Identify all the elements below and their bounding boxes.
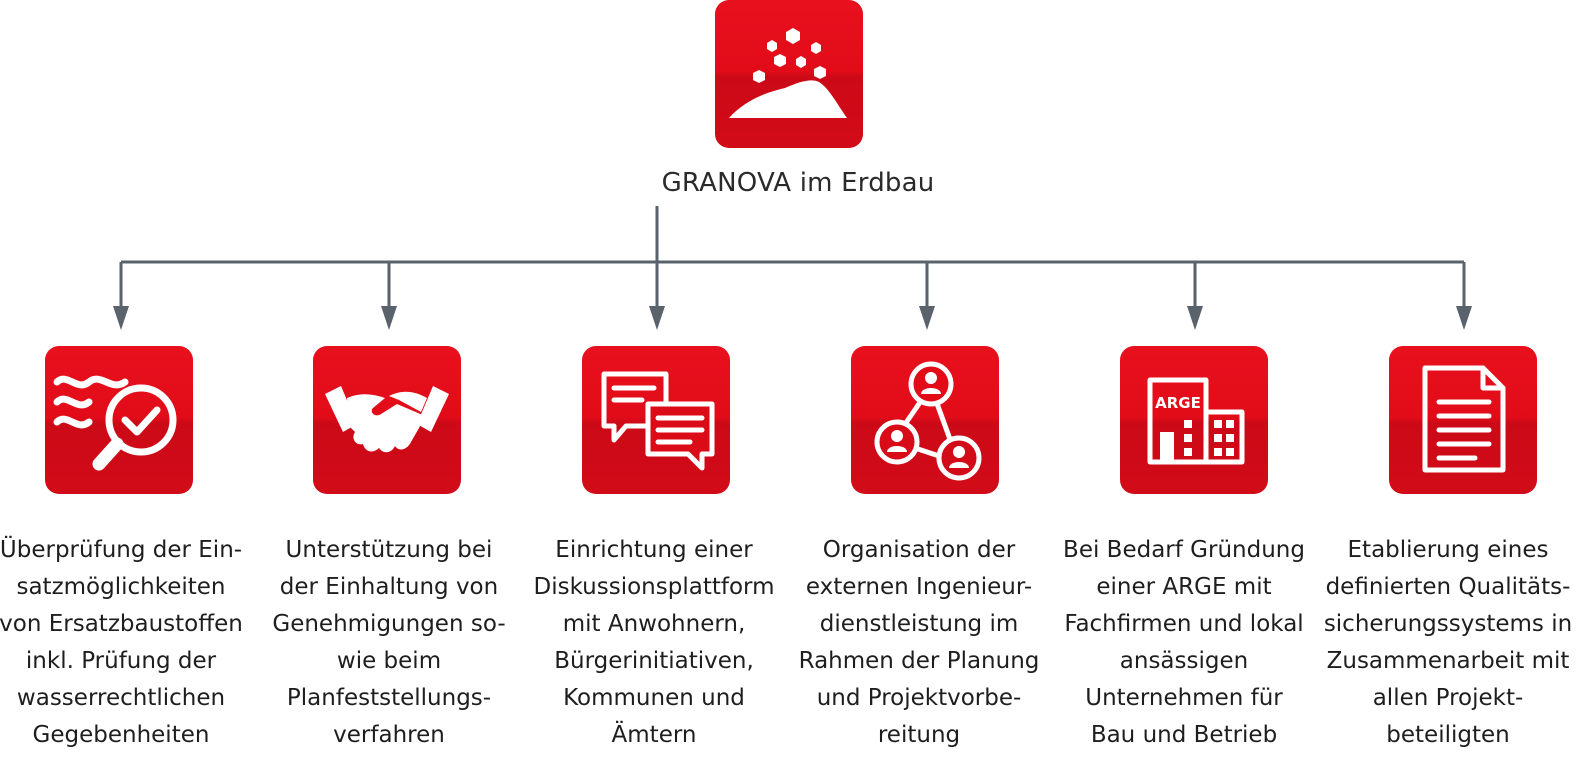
item-description-3: Einrichtung einer Diskussionsplattform m…	[533, 537, 775, 748]
arrowhead	[381, 306, 397, 330]
root-tile	[715, 0, 863, 148]
item-description-2: Unterstützung bei der Einhaltung von Gen…	[272, 537, 506, 748]
item-tile-6	[1389, 346, 1537, 494]
arrowhead	[113, 306, 129, 330]
item-description-1: Überprüfung der Ein- satzmöglichkeiten v…	[0, 537, 243, 748]
arrowhead	[649, 306, 665, 330]
item-tile-4	[851, 346, 999, 494]
network-people-icon	[874, 361, 982, 481]
granular-heap-icon	[729, 28, 847, 118]
arrowhead	[1187, 306, 1203, 330]
water-magnifier-check-icon	[53, 375, 177, 471]
item-description-5: Bei Bedarf Gründung einer ARGE mit Fachf…	[1063, 537, 1305, 748]
arge-building-icon: ARGE	[1147, 377, 1245, 465]
document-icon	[1422, 365, 1506, 473]
item-tile-2	[313, 346, 461, 494]
item-tile-3	[582, 346, 730, 494]
item-tile-1	[45, 346, 193, 494]
item-description-4: Organisation der externen Ingenieur- die…	[798, 537, 1040, 748]
root-title: GRANOVA im Erdbau	[661, 168, 935, 198]
handshake-icon	[325, 386, 449, 453]
arrowhead	[1456, 306, 1472, 330]
arge-label: ARGE	[1155, 394, 1201, 412]
item-tile-5: ARGE	[1120, 346, 1268, 494]
connector-lines	[113, 206, 1472, 330]
chat-bubbles-icon	[601, 371, 715, 471]
item-description-6: Etablierung eines definierten Qualitäts-…	[1323, 537, 1573, 748]
arrowhead	[919, 306, 935, 330]
